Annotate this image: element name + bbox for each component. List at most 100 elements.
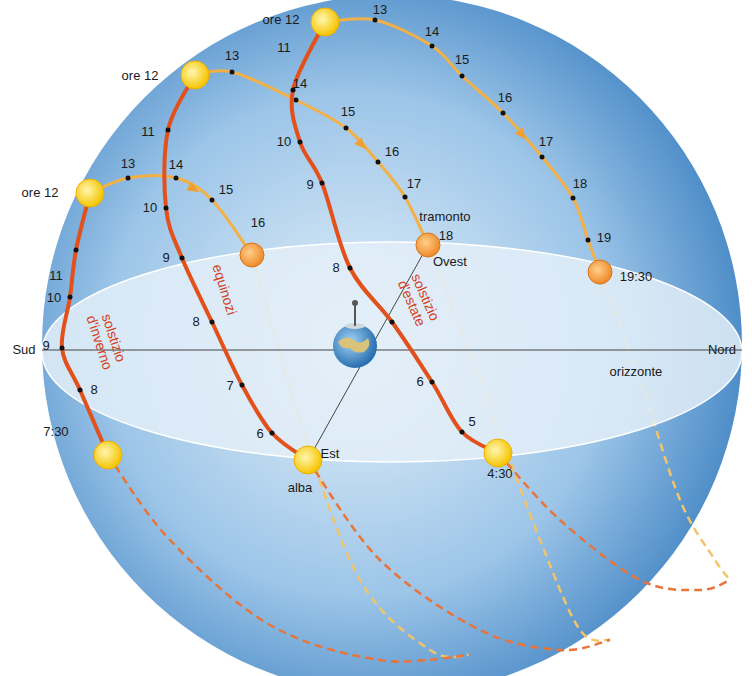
hour-dot — [126, 176, 131, 181]
afternoon-path — [90, 176, 252, 255]
hour-number: 13 — [225, 49, 239, 63]
sunrise-sun — [94, 441, 122, 469]
hour-dot — [240, 383, 245, 388]
hour-number: 15 — [341, 105, 355, 119]
time-label: 7:30 — [43, 425, 68, 439]
hour-dot — [390, 320, 395, 325]
hour-dot — [210, 320, 215, 325]
sunrise-sun — [484, 439, 512, 467]
hour-number: 9 — [42, 339, 49, 353]
direction-label: Sud — [12, 343, 35, 357]
hour-number: 19 — [597, 231, 611, 245]
hour-number: 13 — [373, 3, 387, 17]
hour-dot — [210, 198, 215, 203]
hour-dot — [68, 295, 73, 300]
hour-number: 9 — [162, 251, 169, 265]
hour-number: 16 — [385, 145, 399, 159]
horizon-plane — [42, 242, 742, 462]
night-path — [498, 453, 730, 590]
hour-number: 14 — [169, 158, 183, 172]
night-path — [308, 460, 610, 650]
hour-number: 11 — [277, 41, 291, 55]
hour-number: 10 — [47, 291, 61, 305]
hour-dot — [230, 70, 235, 75]
direction-arrow — [354, 137, 370, 153]
hour-number: 14 — [293, 77, 307, 91]
hour-dot — [164, 206, 169, 211]
hour-number: 11 — [49, 269, 63, 283]
hour-number: 15 — [219, 183, 233, 197]
morning-path — [164, 75, 308, 460]
sunrise-label: alba — [288, 481, 313, 495]
hour-number: 8 — [90, 383, 97, 397]
sunset-sun — [240, 243, 264, 267]
hour-dot — [430, 380, 435, 385]
direction-arrow — [186, 182, 201, 197]
north-south-line — [42, 350, 742, 351]
hour-dot — [270, 431, 275, 436]
hour-number: 16 — [498, 91, 512, 105]
horizon-label: orizzonte — [610, 365, 663, 379]
hour-dot — [294, 98, 299, 103]
time-label: 19:30 — [620, 270, 653, 284]
hour-dot — [373, 18, 378, 23]
hour-number: 18 — [573, 177, 587, 191]
hour-dot — [376, 160, 381, 165]
hour-number: 10 — [143, 201, 157, 215]
afternoon-path — [195, 71, 428, 245]
hour-number: 18 — [439, 229, 453, 243]
sunset-label: tramonto — [419, 210, 470, 224]
hour-dot — [571, 196, 576, 201]
hour-number: 17 — [407, 177, 421, 191]
time-label: ore 12 — [263, 13, 300, 27]
hour-dot — [586, 238, 591, 243]
sky-sphere — [42, 0, 742, 676]
noon-sun — [181, 61, 209, 89]
hour-number: 7 — [226, 379, 233, 393]
time-label: ore 12 — [122, 69, 159, 83]
direction-label: Est — [321, 447, 340, 461]
noon-sun — [311, 8, 339, 36]
direction-arrow — [515, 127, 530, 143]
hour-dot — [74, 248, 79, 253]
noon-sun — [76, 179, 104, 207]
hour-number: 14 — [425, 25, 439, 39]
hour-dot — [460, 430, 465, 435]
morning-path — [292, 22, 498, 453]
direction-label: Nord — [708, 343, 736, 357]
hour-dot — [501, 111, 506, 116]
sunset-sun — [416, 233, 440, 257]
sunrise-sun — [294, 446, 322, 474]
direction-label: Ovest — [433, 255, 467, 269]
time-label: ore 12 — [22, 186, 59, 200]
hour-dot — [174, 176, 179, 181]
sunset-sun — [588, 260, 612, 284]
hour-number: 11 — [141, 125, 155, 139]
hour-number: 8 — [332, 261, 339, 275]
time-label: 4:30 — [487, 467, 512, 481]
hour-dot — [460, 74, 465, 79]
hour-dot — [320, 181, 325, 186]
hour-number: 10 — [277, 135, 291, 149]
hour-dot — [298, 140, 303, 145]
sun-positions — [76, 8, 612, 474]
hour-dot — [344, 126, 349, 131]
observer-globe — [333, 300, 377, 368]
hour-number: 8 — [192, 315, 199, 329]
night-path — [108, 455, 470, 661]
hour-dot — [180, 256, 185, 261]
hour-number: 13 — [121, 157, 135, 171]
hour-dot — [403, 195, 408, 200]
sun-paths — [60, 18, 601, 461]
hour-dot — [60, 346, 65, 351]
hour-number: 16 — [251, 216, 265, 230]
hour-number: 5 — [468, 415, 475, 429]
hour-dot — [78, 388, 83, 393]
hour-number: 9 — [306, 178, 313, 192]
hour-dot — [166, 128, 171, 133]
hour-dot — [540, 155, 545, 160]
hour-number: 17 — [539, 135, 553, 149]
hour-number: 6 — [416, 375, 423, 389]
afternoon-path — [325, 19, 600, 272]
